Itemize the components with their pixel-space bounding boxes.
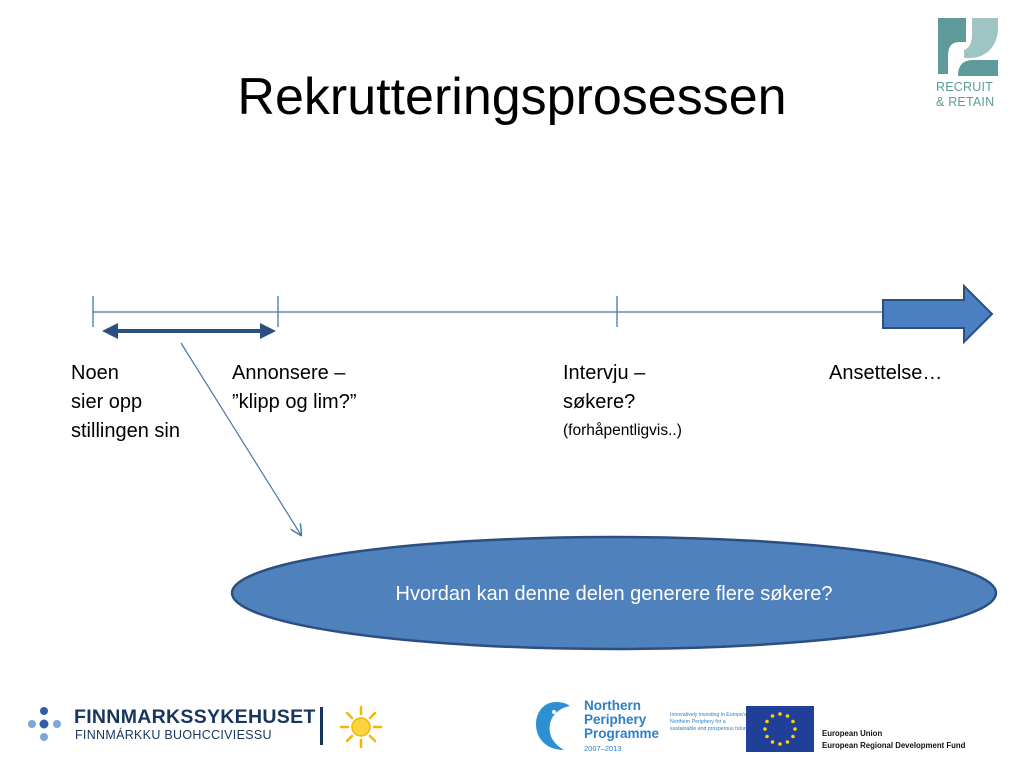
recruit-retain-logo: RECRUIT & RETAIN [934,18,1004,112]
footer-divider [320,707,323,745]
pointer-arrow [180,342,301,535]
step-label-noen: Noen sier opp stillingen sin [71,362,180,442]
eu-logo: European Union European Regional Develop… [746,706,974,758]
recruit-retain-logo-icon [938,18,998,76]
slide-title: Rekrutteringsprosessen [237,68,787,126]
finnmark-subtitle: FINNMÁRKKU BUOHCCIVIESSU [75,728,272,742]
eu-text: European Union European Regional Develop… [822,729,966,750]
recruit-retain-text: RECRUIT & RETAIN [936,80,1006,110]
callout-oval [230,535,998,651]
recruit-text: RECRUIT [936,80,993,94]
npp-bird-icon [536,702,570,750]
callout-text: Hvordan kan denne delen generere flere s… [395,583,833,605]
npp-logo: Northern Periphery Programme 2007–2013 I… [534,696,748,756]
step-note-intervju: (forhåpentligvis..) [563,422,682,439]
npp-description: Innovatively investing in Europe's North… [670,712,749,732]
npp-name: Northern Periphery Programme [584,698,660,741]
finnmark-name: FINNMARKSSYKEHUSET [74,706,316,728]
dots-cross-icon [28,707,61,741]
eu-flag-icon [746,706,814,752]
sun-icon [339,705,383,749]
finnmarkssykehuset-logo: FINNMARKSSYKEHUSET FINNMÁRKKU BUOHCCIVIE… [26,702,396,752]
step-label-ansettelse: Ansettelse… [829,362,943,384]
npp-years: 2007–2013 [584,744,622,753]
retain-text: & RETAIN [936,95,995,109]
timeline-arrow-head [882,283,994,345]
step-label-annonsere: Annonsere – ”klipp og lim?” [232,362,357,413]
step-label-intervju: Intervju – søkere? [563,362,646,413]
